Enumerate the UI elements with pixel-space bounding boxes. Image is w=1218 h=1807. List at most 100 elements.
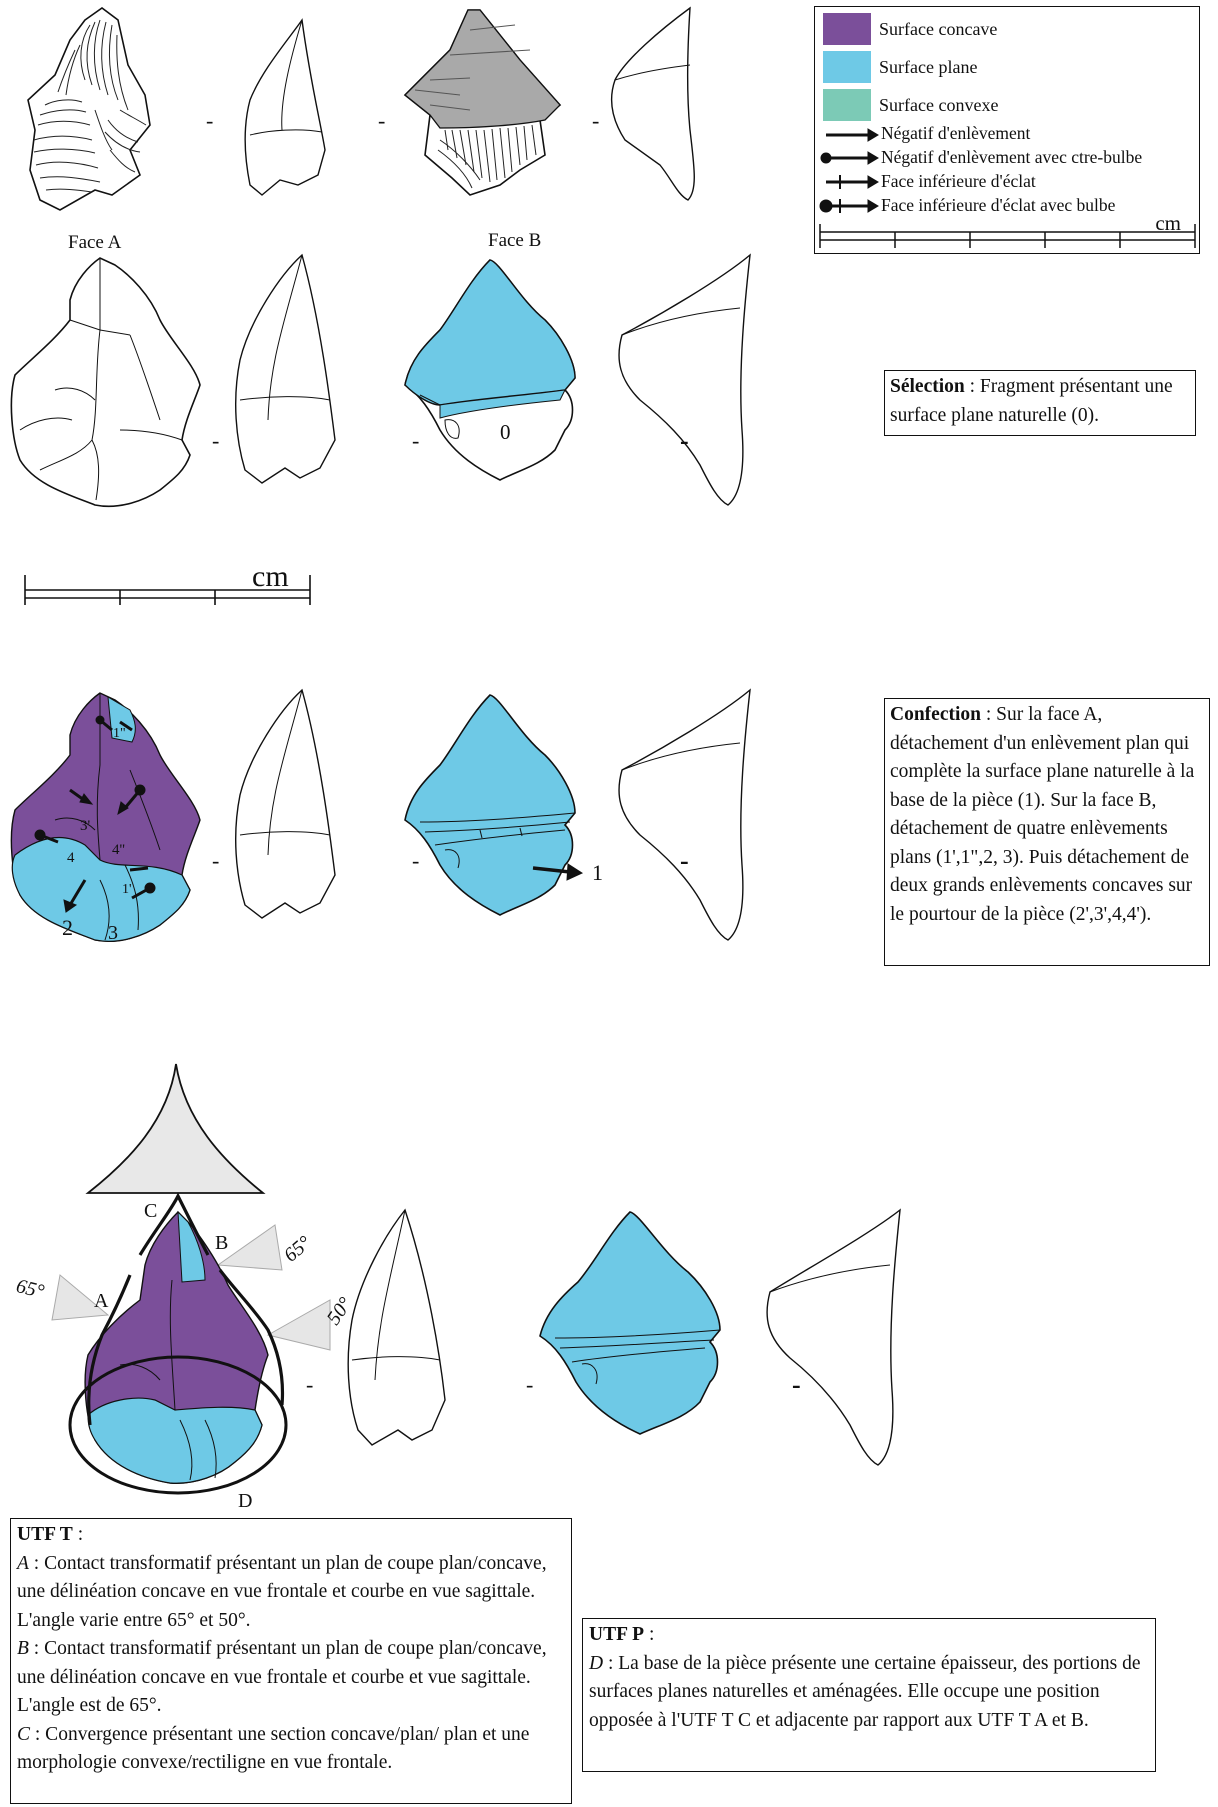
note-text: : Fragment présentant une surface plane … <box>890 376 1173 426</box>
key-b: B <box>17 1638 29 1659</box>
confection-note: Confection : Sur la face A, détachement … <box>884 698 1210 966</box>
separator-dash: - <box>592 108 600 133</box>
legend-item-concave: Surface concave <box>823 13 997 45</box>
face-a-label: Face A <box>68 232 122 253</box>
label-4: 4 <box>67 850 75 866</box>
plane-swatch <box>823 51 871 83</box>
angle-wedges <box>51 1224 331 1351</box>
key-c: C <box>17 1723 31 1745</box>
utf-t-c-text: : Convergence présentant une section con… <box>17 1723 530 1774</box>
concave-swatch <box>823 13 871 45</box>
label-c: C <box>144 1200 158 1222</box>
lateral-view-3 <box>234 688 336 919</box>
legend-label: Face inférieure d'éclat avec bulbe <box>881 195 1116 215</box>
label-1pp: 1" <box>113 726 126 741</box>
utf-p-d-text: : La base de la pièce présente une certa… <box>589 1652 1141 1731</box>
profile-view-4 <box>766 1208 901 1466</box>
row3-drawings <box>10 688 751 942</box>
face-b-blue-2 <box>404 259 576 481</box>
lateral-view-4 <box>347 1208 446 1446</box>
separator-dash: - <box>206 108 214 133</box>
separator-dash: - <box>680 426 689 455</box>
bracket-c <box>138 1192 210 1256</box>
bracket-a <box>87 1274 132 1426</box>
legend-item-plane: Surface plane <box>823 51 977 83</box>
section-triangle <box>85 1063 266 1194</box>
label-3p: 3' <box>80 818 91 834</box>
utf-p-box: UTF P : D : La base de la pièce présente… <box>582 1618 1156 1772</box>
key-d: D <box>589 1652 604 1674</box>
legend-box: Surface concave Surface plane Surface co… <box>814 6 1200 254</box>
note-text: : Sur la face A, détachement d'un enlève… <box>890 704 1195 925</box>
utf-p-title: UTF P <box>589 1624 645 1645</box>
row2-scale-bar <box>24 575 311 605</box>
legend-label: Négatif d'enlèvement avec ctre-bulbe <box>881 147 1143 167</box>
profile-view-1 <box>610 7 695 201</box>
legend-arrow-row: Négatif d'enlèvement avec ctre-bulbe <box>881 147 1142 168</box>
label-b: B <box>215 1232 229 1254</box>
face-a-outline-2 <box>10 257 201 508</box>
note-title: Confection <box>890 704 981 725</box>
face-a-colored-3 <box>10 692 201 942</box>
face-a-drawing <box>27 7 151 211</box>
key-a: A <box>17 1552 29 1574</box>
legend-label: Surface convexe <box>879 94 999 115</box>
legend-arrow-row: Face inférieure d'éclat avec bulbe <box>881 195 1115 216</box>
row4-drawings <box>51 1063 901 1495</box>
label-d: D <box>238 1490 253 1512</box>
separator-dash: - <box>212 428 220 453</box>
legend-scale-unit: cm <box>1155 211 1181 235</box>
row2-drawings <box>10 254 751 508</box>
colon: : <box>644 1624 655 1645</box>
profile-view-2 <box>618 254 751 506</box>
face-b-blue-3 <box>404 694 584 916</box>
colon: : <box>72 1524 84 1545</box>
note-title: Sélection <box>890 376 965 397</box>
legend-label: Surface concave <box>879 18 998 39</box>
arrow-1-icon <box>532 863 584 881</box>
convex-swatch <box>823 89 871 121</box>
separator-dash: - <box>378 108 386 133</box>
arrow-bulb-icon <box>820 151 879 165</box>
legend-item-convex: Surface convexe <box>823 89 998 121</box>
face-a-colored-4 <box>68 1192 288 1495</box>
label-1p: 1' <box>122 882 132 897</box>
selection-note: Sélection : Fragment présentant une surf… <box>884 370 1196 436</box>
label-4pp: 4'' <box>112 842 125 858</box>
profile-view-3 <box>618 688 751 941</box>
lateral-view-1 <box>244 19 326 196</box>
label-3: 3 <box>108 922 118 944</box>
label-zero: 0 <box>500 420 511 444</box>
row2-scale-unit: cm <box>252 560 289 593</box>
utf-t-title: UTF T <box>17 1524 73 1545</box>
utf-t-a-text: : Contact transformatif présentant un pl… <box>17 1552 547 1631</box>
bracket-b <box>218 1269 285 1406</box>
separator-dash: - <box>680 846 689 875</box>
face-b-blue-4 <box>539 1211 721 1435</box>
label-2: 2 <box>62 915 73 940</box>
separator-dash: - <box>212 848 220 873</box>
legend-label: Négatif d'enlèvement <box>881 123 1031 143</box>
separator-dash: - <box>526 1372 534 1397</box>
utf-t-b-text: : Contact transformatif présentant un pl… <box>17 1638 547 1716</box>
separator-dash: - <box>792 1370 801 1399</box>
utf-t-box: UTF T : A : Contact transformatif présen… <box>10 1518 572 1804</box>
row1-drawings <box>27 7 695 211</box>
separator-dash: - <box>412 848 420 873</box>
label-a: A <box>94 1290 109 1312</box>
separator-dash: - <box>306 1372 314 1397</box>
ellipse-d <box>68 1355 288 1495</box>
arrow-icon <box>826 128 879 142</box>
cross-arrow-bulb-icon <box>819 199 879 213</box>
legend-scale-bar <box>819 224 1196 248</box>
separator-dash: - <box>412 428 420 453</box>
cross-arrow-icon <box>826 175 879 189</box>
lateral-view-2 <box>234 254 336 484</box>
legend-arrow-row: Négatif d'enlèvement <box>881 123 1030 144</box>
legend-arrow-icons <box>819 128 879 213</box>
face-b-label: Face B <box>488 230 542 251</box>
legend-arrow-row: Face inférieure d'éclat <box>881 171 1036 192</box>
label-1: 1 <box>592 860 603 885</box>
legend-label: Surface plane <box>879 56 978 77</box>
